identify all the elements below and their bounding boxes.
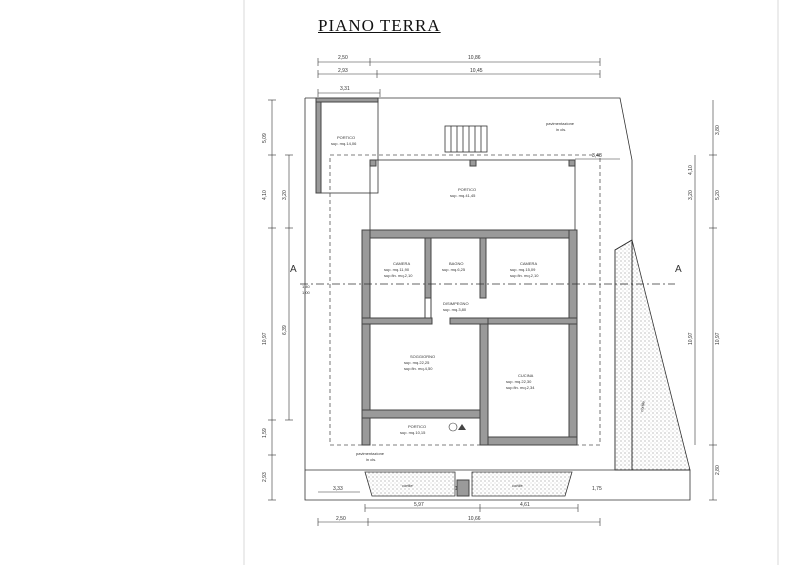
- dim-bottom-3b: 10,66: [468, 516, 481, 522]
- cortile-bottom-left-hatch: [364, 471, 456, 497]
- portico-bottom-area: sup. mq.10,15: [400, 430, 426, 435]
- pavimentazione-bottom-label: pavimentazione: [356, 451, 385, 456]
- dim-bottom-1a: 3,33: [333, 486, 343, 492]
- camera-right-label: CAMERA: [520, 261, 537, 266]
- cortile-right-hatch-2: [631, 239, 691, 471]
- cortile-right-hatch: [614, 239, 633, 471]
- dim-bottom-1c: 1,75: [592, 486, 602, 492]
- dim-left-3: 10,97: [262, 332, 268, 345]
- cortile-right-label: cortile: [639, 400, 646, 412]
- soggiorno-label: SOGGIORNO: [410, 354, 435, 359]
- section-marker-left: A: [290, 264, 297, 275]
- left-dimensions: 5,09 4,10 10,97 1,59 2,93 3,20 6,39: [262, 99, 293, 501]
- dim-right-3: 10,97: [715, 332, 721, 345]
- disimpegno-label: DISIMPEGNO: [443, 301, 469, 306]
- cortile-bottom-right-hatch: [471, 471, 573, 497]
- house-walls: [361, 229, 578, 446]
- dim-top-1a: 2,50: [338, 55, 348, 61]
- cucina-label: CUCINA: [518, 373, 534, 378]
- right-dimensions: 3,80 5,20 10,97 2,80 4,10 3,20 10,97: [688, 100, 721, 501]
- camera-left-area: sup. mq.11,90: [384, 267, 410, 272]
- portico-main-label: PORTICO: [458, 187, 476, 192]
- camera-right-win: sup.fin. mq.2,10: [510, 273, 539, 278]
- disimpegno-area: sup. mq.3,80: [443, 307, 467, 312]
- bagno-label: BAGNO: [449, 261, 463, 266]
- top-dimensions: 2,50 10,86 2,93 10,45 3,31 3,48: [317, 55, 620, 160]
- dim-bottom-2b: 4,61: [520, 502, 530, 508]
- plan-title: PIANO TERRA: [318, 16, 441, 35]
- dim-top-3b: 3,48: [592, 153, 602, 159]
- dim-side-small-1: 1,40: [302, 284, 311, 289]
- dim-left-inner-1: 3,20: [282, 190, 288, 200]
- cucina-area: sup. mq.22,30: [506, 379, 532, 384]
- camera-right-area: sup. mq.15,09: [510, 267, 536, 272]
- dim-right-inner-2: 3,20: [688, 190, 694, 200]
- cortile-bottom-right-label: cortile: [512, 483, 523, 488]
- dim-left-5: 2,93: [262, 472, 268, 482]
- dim-top-1b: 10,86: [468, 55, 481, 61]
- dim-right-1: 3,80: [715, 125, 721, 135]
- camera-left-label: CAMERA: [393, 261, 410, 266]
- dim-bottom-2a: 5,97: [414, 502, 424, 508]
- dim-left-1: 5,09: [262, 133, 268, 143]
- dim-right-2: 5,20: [715, 190, 721, 200]
- entrance-marker: [448, 422, 466, 432]
- gate: [456, 479, 470, 497]
- portico-top-left-area-label: sup. mq.14,06: [331, 141, 357, 146]
- dim-left-2: 4,10: [262, 190, 268, 200]
- dim-right-inner-1: 4,10: [688, 165, 694, 175]
- pavimentazione-bottom-note: in cls.: [366, 457, 376, 462]
- dim-left-4: 1,59: [262, 428, 268, 438]
- stairs: [444, 125, 488, 153]
- dim-top-2b: 10,45: [470, 68, 483, 74]
- pavimentazione-top-note: in cls.: [556, 127, 566, 132]
- dim-right-4: 2,80: [715, 465, 721, 475]
- dim-right-inner-3: 10,97: [688, 332, 694, 345]
- portico-top-left-label: PORTICO: [337, 135, 355, 140]
- pavimentazione-top-label: pavimentazione: [546, 121, 575, 126]
- section-marker-right: A: [675, 264, 682, 275]
- portico-main-area-label: sup. mq.41,45: [450, 193, 476, 198]
- soggiorno-win: sup.fin. mq.4,50: [404, 366, 433, 371]
- portico-bottom-label: PORTICO: [408, 424, 426, 429]
- bagno-area: sup. mq.6,25: [442, 267, 466, 272]
- camera-left-win: sup.fin. mq.2,10: [384, 273, 413, 278]
- dim-top-3a: 3,31: [340, 86, 350, 92]
- cortile-bottom-left-label: cortile: [402, 483, 413, 488]
- soggiorno-area: sup. mq.22,25: [404, 360, 430, 365]
- dashed-footprint: [329, 154, 601, 446]
- cucina-win: sup.fin. mq.2,34: [506, 385, 535, 390]
- dim-left-inner-2: 6,39: [282, 325, 288, 335]
- dim-bottom-3a: 2,50: [336, 516, 346, 522]
- dim-side-small-2: 1,00: [302, 290, 311, 295]
- dim-top-2a: 2,93: [338, 68, 348, 74]
